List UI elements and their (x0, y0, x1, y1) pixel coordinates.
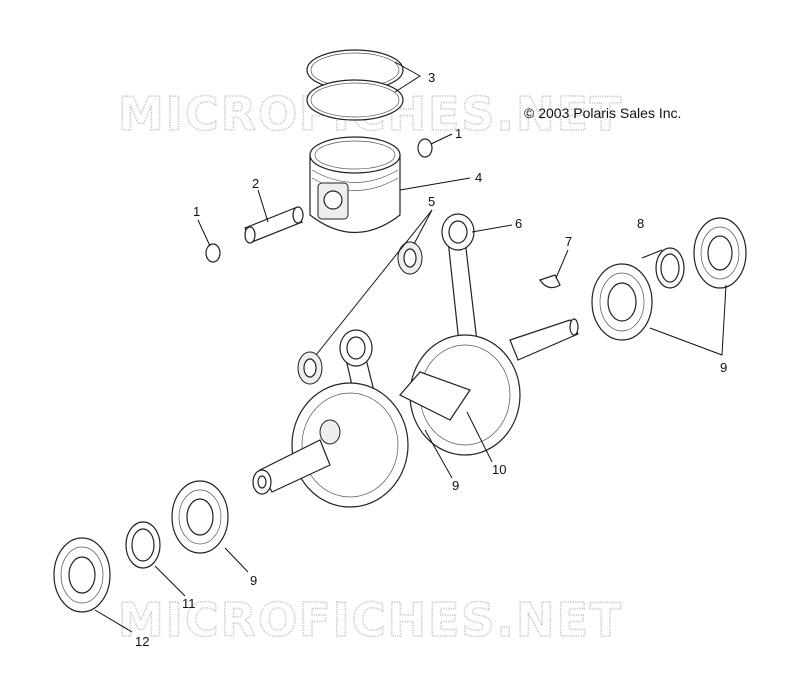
piston (309, 136, 401, 233)
callout-8: 8 (637, 216, 644, 231)
callout-9-right: 9 (720, 360, 727, 375)
needle-bearing-upper (397, 241, 423, 275)
callout-12: 12 (135, 634, 149, 649)
callout-1-right: 1 (455, 126, 462, 141)
oil-seal-right (693, 217, 747, 289)
callout-11: 11 (182, 596, 196, 611)
oil-seal-left (53, 537, 111, 613)
callout-5: 5 (428, 194, 435, 209)
spacer-ring-left (125, 521, 161, 569)
callout-1-left: 1 (193, 204, 200, 219)
callout-3: 3 (428, 70, 435, 85)
callout-4: 4 (475, 170, 482, 185)
needle-bearing-lower (297, 351, 323, 385)
watermark-bottom: MICROFICHES.NET (118, 593, 623, 647)
copyright-text: © 2003 Polaris Sales Inc. (524, 105, 681, 121)
woodruff-key (539, 274, 561, 289)
piston-rings (306, 49, 404, 121)
crankshaft (252, 318, 579, 508)
callout-7: 7 (565, 234, 572, 249)
callout-10: 10 (492, 462, 506, 477)
main-bearing-left (171, 480, 229, 554)
circlip-left (205, 243, 221, 263)
callout-9-left: 9 (250, 573, 257, 588)
callout-2: 2 (252, 176, 259, 191)
circlip-right (417, 138, 433, 158)
connecting-rod-rear (441, 213, 479, 353)
spacer-ring-right (655, 247, 685, 289)
callout-9-center: 9 (452, 478, 459, 493)
leader-lines (94, 61, 727, 633)
wrist-pin (244, 206, 304, 244)
main-bearing-right (591, 263, 653, 341)
callout-6: 6 (515, 216, 522, 231)
